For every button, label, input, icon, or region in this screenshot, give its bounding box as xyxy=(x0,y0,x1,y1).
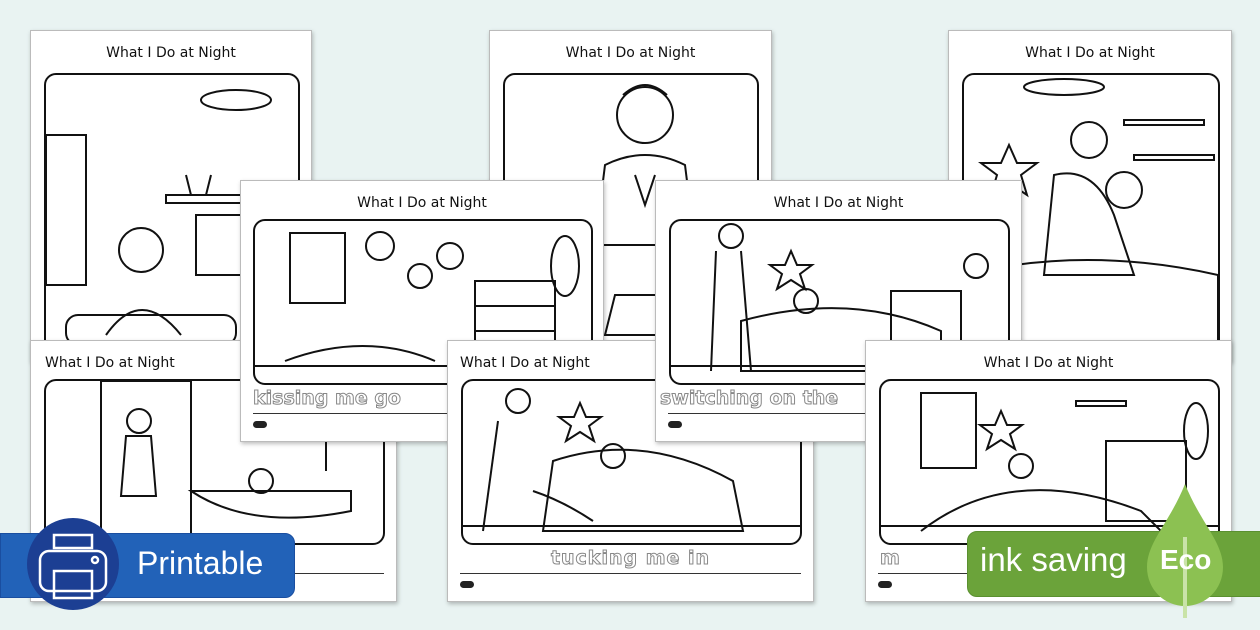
brand-logo xyxy=(460,581,474,588)
page-title: What I Do at Night xyxy=(106,45,236,61)
page-title: What I Do at Night xyxy=(773,195,904,211)
trace-caption: switching on the xyxy=(659,387,839,410)
eco-label: Eco xyxy=(1160,544,1212,575)
worksheet-page-6: What I Do at Night tucking me in xyxy=(447,340,814,602)
worksheet-page-5: What I Do at Night kissing me go xyxy=(240,180,604,442)
page-title: What I Do at Night xyxy=(1025,45,1155,61)
page-title: What I Do at Night xyxy=(45,355,175,371)
printer-icon xyxy=(38,533,108,600)
trace-caption: m xyxy=(880,547,901,570)
illustration-sleeping xyxy=(879,379,1220,545)
brand-logo xyxy=(253,421,267,428)
trace-line xyxy=(253,413,591,414)
brand-logo xyxy=(878,581,892,588)
trace-caption: tucking me in xyxy=(550,547,711,570)
ink-saving-label: ink saving xyxy=(980,541,1127,578)
printable-label: Printable xyxy=(137,545,264,581)
brand-logo xyxy=(668,421,682,428)
page-title: What I Do at Night xyxy=(983,355,1114,371)
printer-icon-circle xyxy=(27,518,119,610)
page-title: What I Do at Night xyxy=(460,355,590,371)
trace-caption: kissing me go xyxy=(253,387,402,410)
trace-line xyxy=(668,413,1009,414)
leaf-icon xyxy=(1147,484,1223,618)
page-title: What I Do at Night xyxy=(357,195,487,211)
trace-line xyxy=(460,573,801,574)
page-title: What I Do at Night xyxy=(565,45,696,61)
